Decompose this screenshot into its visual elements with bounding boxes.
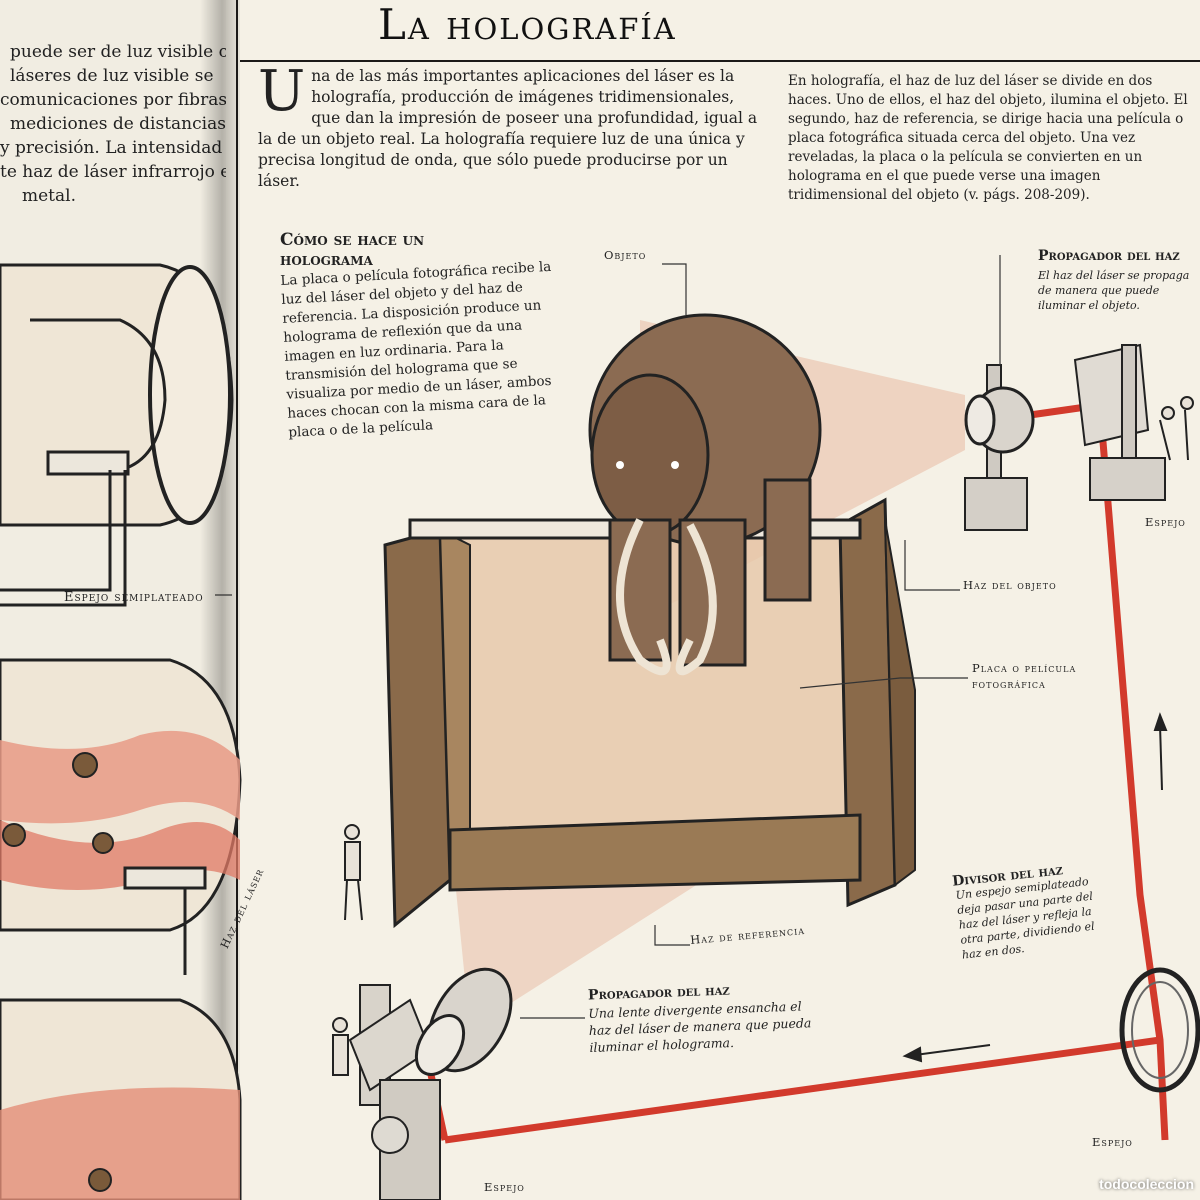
label-espejo-semiplateado: Espejo semiplateado (64, 590, 204, 605)
holographic-plate-frame (383, 497, 916, 929)
label-espejo-bottom-right: Espejo (1092, 1135, 1133, 1149)
beam-spreader-bottom (348, 967, 513, 1200)
howto-heading: Cómo se hace un holograma (280, 230, 425, 270)
left-line: metal. (22, 186, 76, 206)
callout-propagador-top-text: El haz del láser se propaga de manera qu… (1038, 269, 1190, 312)
callout-propagador-bottom-text: Una lente divergente ensancha el haz del… (588, 998, 812, 1055)
label-placa: Placa o película fotográfica (972, 661, 1077, 691)
left-line: láseres de luz visible se (10, 66, 214, 86)
leader-lines (215, 255, 1001, 1019)
watermark: todocoleccion (1099, 1176, 1194, 1192)
beam-spreader-top (964, 364, 1035, 531)
left-cylinder-2 (0, 658, 242, 975)
mammoth-object (588, 313, 822, 676)
label-espejo-bottom: Espejo (484, 1180, 525, 1194)
label-espejo-right: Espejo (1145, 515, 1186, 529)
intro-text: na de las más importantes aplicaciones d… (258, 67, 758, 190)
callout-propagador-top-title: Propagador del haz (1038, 248, 1180, 264)
left-line: puede ser de luz visible o (10, 42, 229, 62)
left-cylinder-3 (0, 998, 242, 1200)
direction-arrows (902, 712, 1168, 1063)
left-page-text: puede ser de luz visible o láseres de lu… (0, 40, 232, 208)
left-line: comunicaciones por fibras (0, 90, 228, 110)
beam-divider (1119, 967, 1200, 1093)
label-objeto: Objeto (604, 248, 647, 262)
book-gutter (200, 0, 240, 1200)
column-two-paragraph: En holografía, el haz de luz del láser s… (788, 73, 1188, 203)
callout-divisor-text: Un espejo semiplateado deja pasar una pa… (955, 875, 1096, 962)
title-rule (240, 60, 1200, 62)
reference-beam-cone (455, 870, 720, 1030)
label-haz-objeto: Haz del objeto (963, 578, 1057, 592)
left-cylinder-1 (0, 263, 234, 607)
drop-cap: U (258, 59, 306, 124)
left-line: te haz de láser infrarrojo es (0, 162, 232, 182)
page-title: La holografía (378, 0, 677, 49)
figure-left (332, 824, 363, 1076)
howto-paragraph: La placa o película fotográfica recibe l… (280, 258, 552, 441)
left-line: mediciones de distancias (10, 114, 226, 134)
left-line: y precisión. La intensidad (0, 138, 223, 158)
mirror-right (1073, 343, 1194, 501)
page-frame (236, 0, 1200, 1200)
